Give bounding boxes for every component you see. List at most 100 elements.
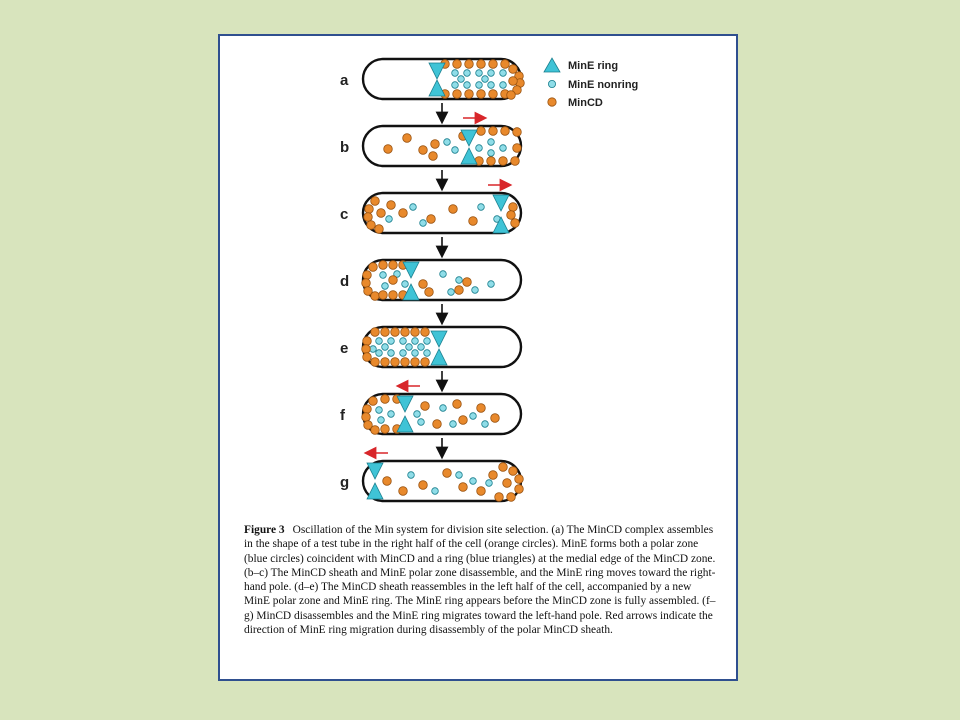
mine-nonring-dot (451, 81, 459, 89)
mincd-dot (498, 462, 508, 472)
mine-ring-triangle (492, 194, 510, 212)
mincd-dot (508, 76, 518, 86)
mine-nonring-dot (487, 280, 495, 288)
mincd-dot (386, 200, 396, 210)
mincd-dot (362, 270, 372, 280)
mincd-dot (490, 413, 500, 423)
mincd-dot (454, 285, 464, 295)
mincd-dot (428, 151, 438, 161)
mincd-dot (506, 90, 516, 100)
mincd-dot (362, 352, 372, 362)
mine-ring-triangle (460, 129, 478, 147)
mincd-dot (424, 287, 434, 297)
mine-ring-triangle (428, 79, 446, 97)
panel-label-g: g (340, 474, 349, 491)
mine-nonring-dot (417, 418, 425, 426)
mincd-dot (476, 126, 486, 136)
mincd-dot (410, 357, 420, 367)
mincd-dot (464, 89, 474, 99)
mincd-dot (500, 126, 510, 136)
mincd-dot (508, 202, 518, 212)
legend-mincd-circle-icon (547, 97, 557, 107)
mincd-dot (363, 286, 373, 296)
mincd-dot (512, 127, 522, 137)
mincd-dot (488, 470, 498, 480)
panel-label-a: a (340, 72, 349, 89)
mine-ring-triangle (460, 147, 478, 165)
mine-nonring-dot (399, 349, 407, 357)
mine-nonring-dot (487, 81, 495, 89)
mincd-dot (390, 327, 400, 337)
mincd-dot (494, 492, 504, 502)
mincd-dot (418, 279, 428, 289)
mine-nonring-dot (375, 337, 383, 345)
mincd-dot (374, 224, 384, 234)
mine-nonring-dot (477, 203, 485, 211)
mincd-dot (506, 492, 516, 502)
mincd-dot (502, 478, 512, 488)
panel-label-e: e (340, 340, 348, 357)
mine-nonring-dot (379, 271, 387, 279)
mine-nonring-dot (419, 219, 427, 227)
mine-nonring-dot (385, 215, 393, 223)
mine-nonring-dot (449, 420, 457, 428)
mine-nonring-dot (499, 69, 507, 77)
mine-nonring-dot (471, 286, 479, 294)
mine-nonring-dot (393, 270, 401, 278)
mine-nonring-dot (431, 487, 439, 495)
mine-nonring-dot (381, 282, 389, 290)
mincd-dot (510, 218, 520, 228)
mincd-dot (430, 139, 440, 149)
mine-nonring-dot (475, 81, 483, 89)
mincd-dot (420, 327, 430, 337)
panel-label-c: c (340, 206, 348, 223)
mincd-dot (370, 425, 380, 435)
mincd-dot (452, 399, 462, 409)
mine-nonring-dot (387, 337, 395, 345)
mincd-dot (420, 357, 430, 367)
legend-ring-triangle-icon (543, 57, 561, 73)
mincd-dot (488, 89, 498, 99)
mine-nonring-dot (457, 75, 465, 83)
mincd-dot (488, 126, 498, 136)
mine-nonring-dot (417, 343, 425, 351)
mine-nonring-dot (447, 288, 455, 296)
mine-nonring-dot (387, 349, 395, 357)
panel-label-f: f (340, 407, 346, 424)
legend-mincd-label: MinCD (568, 97, 603, 109)
mine-nonring-dot (469, 477, 477, 485)
mincd-dot (514, 484, 524, 494)
mincd-dot (370, 327, 380, 337)
mincd-dot (366, 220, 376, 230)
mine-nonring-dot (463, 69, 471, 77)
mincd-dot (458, 482, 468, 492)
mincd-dot (442, 468, 452, 478)
mine-ring-triangle (366, 482, 384, 500)
mine-nonring-dot (377, 416, 385, 424)
mincd-dot (514, 474, 524, 484)
mine-nonring-dot (407, 471, 415, 479)
mine-nonring-dot (481, 420, 489, 428)
legend-nonring-circle-icon (547, 80, 556, 89)
mine-nonring-dot (463, 81, 471, 89)
mine-ring-triangle (430, 330, 448, 348)
mincd-dot (382, 476, 392, 486)
mine-nonring-dot (375, 406, 383, 414)
mine-nonring-dot (487, 69, 495, 77)
mincd-dot (420, 401, 430, 411)
mincd-dot (370, 196, 380, 206)
mincd-dot (362, 336, 372, 346)
panel-label-b: b (340, 139, 349, 156)
mincd-dot (380, 357, 390, 367)
mincd-dot (370, 357, 380, 367)
mincd-dot (508, 466, 518, 476)
mine-nonring-dot (405, 343, 413, 351)
mincd-dot (464, 59, 474, 69)
mincd-dot (476, 403, 486, 413)
mine-nonring-dot (399, 337, 407, 345)
mine-ring-triangle (492, 216, 510, 234)
mine-ring-triangle (428, 62, 446, 80)
mincd-dot (398, 486, 408, 496)
